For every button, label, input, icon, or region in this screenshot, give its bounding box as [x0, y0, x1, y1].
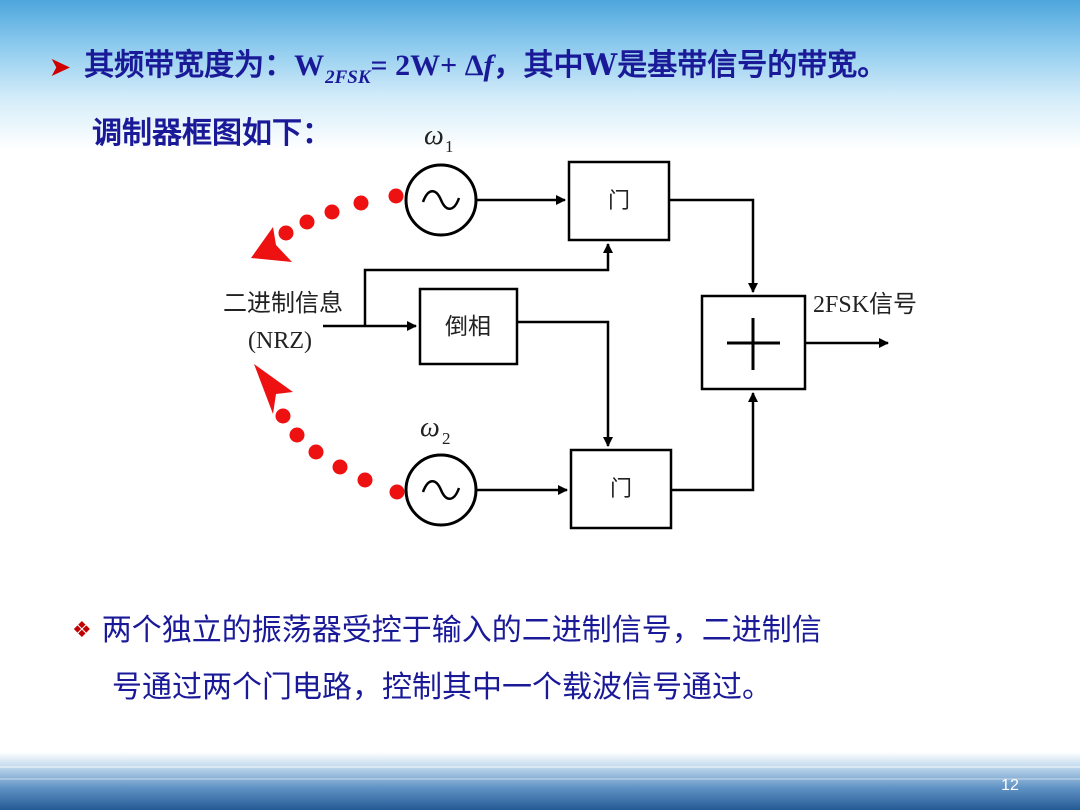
input-label-nrz: (NRZ): [248, 328, 312, 354]
note-line-2: 号通过两个门电路，控制其中一个载波信号通过。: [112, 670, 772, 705]
bottom-gradient-band: [0, 752, 1080, 810]
heading-prefix: 其频带宽度为：: [84, 48, 295, 83]
bottom-wave-line: [0, 766, 1080, 768]
bandwidth-heading: ➤ 其频带宽度为： W 2FSK = 2W+ Δ f ，其中W是基带信号的带宽。: [50, 40, 1080, 90]
red-dot: [275, 408, 291, 424]
fsk-modulator-diagram: ω 1 ω 2 门 门 倒相 二进制信息 (NRZ) 2FSK信号: [223, 120, 917, 530]
red-dot: [308, 444, 324, 460]
formula-subscript: 2FSK: [325, 67, 371, 88]
formula-f: f: [483, 49, 494, 82]
feedback-dotted-arcs: [251, 188, 405, 500]
red-dot: [388, 188, 404, 204]
inverter-label: 倒相: [445, 314, 491, 339]
red-dot: [289, 427, 305, 443]
inverter-box: [418, 287, 519, 366]
red-dot: [299, 214, 315, 230]
red-dot: [278, 225, 294, 241]
gate-bottom-label: 门: [610, 476, 632, 501]
omega2-subscript: 2: [442, 429, 451, 448]
red-arrowhead-top-icon: [251, 227, 292, 262]
red-dot: [389, 484, 405, 500]
arrow-bullet-icon: ➤: [50, 52, 71, 81]
oscillator-1: [404, 163, 478, 237]
formula-equals: = 2W+ Δ: [370, 49, 484, 82]
bottom-wave-line: [0, 778, 1080, 780]
sine-wave-icon: [421, 190, 461, 210]
formula-w: W: [294, 49, 325, 82]
top-gradient-band: [0, 0, 1080, 150]
gate-top-label: 门: [608, 188, 630, 213]
red-arrowhead-bottom-icon: [254, 364, 293, 414]
red-dot: [324, 204, 340, 220]
input-label-chinese: 二进制信息: [223, 290, 343, 317]
gate-top-box: [567, 160, 671, 242]
oscillator-2: [404, 453, 478, 527]
explanation-note: ❖ 两个独立的振荡器受控于输入的二进制信号，二进制信 号通过两个门电路，控制其中一…: [72, 604, 1032, 715]
heading-suffix: ，其中W是基带信号的带宽。: [493, 48, 888, 83]
red-dot: [357, 472, 373, 488]
signal-wires: [323, 195, 889, 495]
red-dot: [353, 195, 369, 211]
note-line-1: 两个独立的振荡器受控于输入的二进制信号，二进制信: [101, 613, 822, 648]
omega2-symbol: ω: [420, 412, 440, 443]
sine-wave-icon: [421, 480, 461, 500]
plus-icon: [727, 318, 780, 370]
output-label: 2FSK信号: [813, 291, 917, 318]
page-number: 12: [1001, 777, 1019, 794]
diagram-intro: 调制器框图如下：: [92, 116, 332, 151]
red-dot: [332, 459, 348, 475]
omega1-subscript: 1: [445, 137, 454, 156]
diamond-bullet-icon: ❖: [72, 618, 92, 643]
omega1-symbol: ω: [424, 120, 444, 151]
